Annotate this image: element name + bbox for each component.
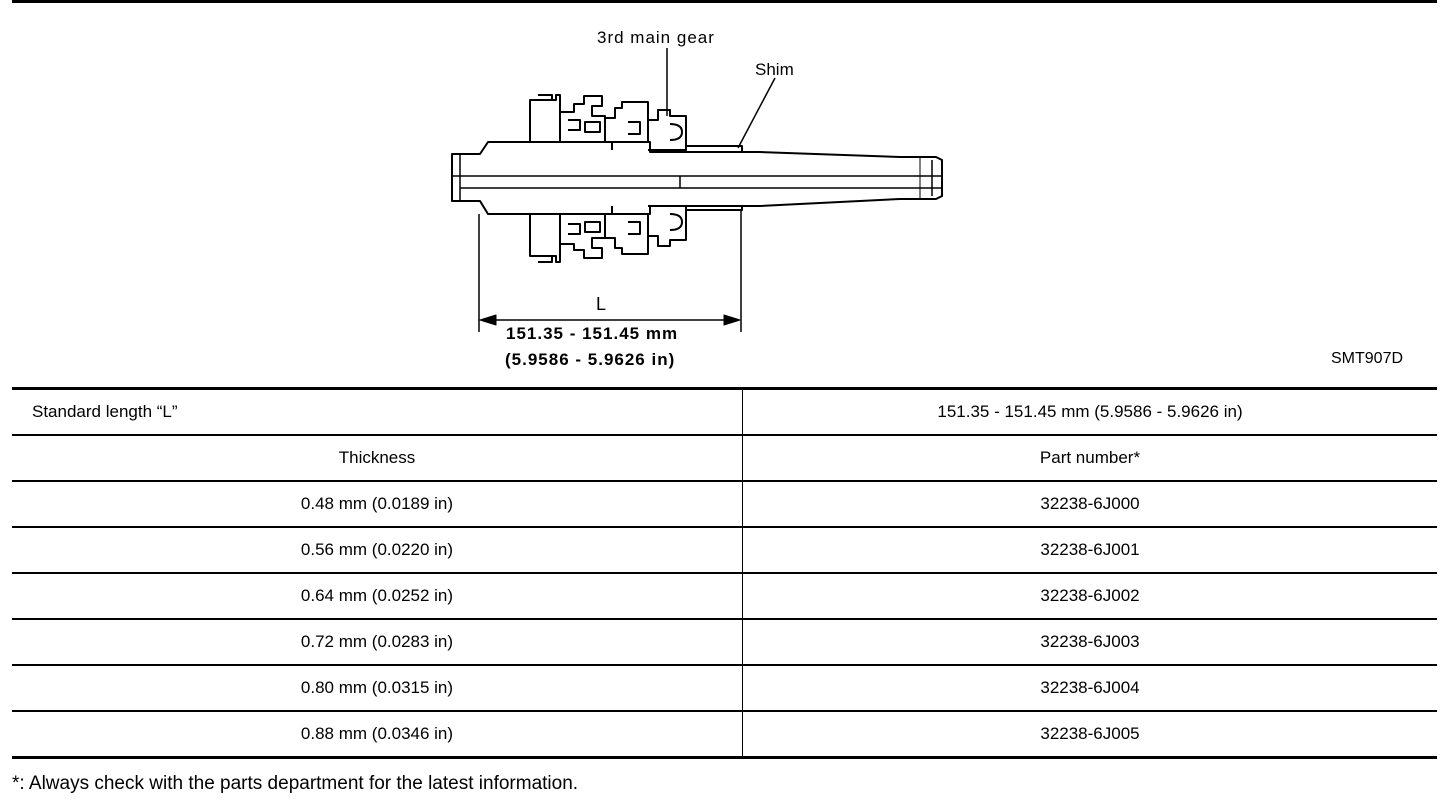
standard-length-label: Standard length “L” — [12, 387, 743, 436]
header-thickness: Thickness — [12, 435, 743, 482]
lower-gear-assembly — [529, 205, 743, 263]
dimension-mm: 151.35 - 151.45 mm — [506, 324, 679, 343]
mainshaft-figure: 3rd main gear Shim L 151.35 - 151.45 mm … — [0, 0, 1456, 385]
label-3rd-main-gear: 3rd main gear — [597, 28, 715, 47]
part-number-cell: 32238-6J002 — [742, 573, 1437, 620]
part-number-cell: 32238-6J001 — [742, 527, 1437, 574]
table-row: 0.64 mm (0.0252 in) 32238-6J002 — [12, 573, 1437, 620]
top-rule — [12, 0, 1437, 3]
footnote: *: Always check with the parts departmen… — [12, 773, 579, 794]
dimension-label: L — [596, 294, 607, 314]
figure-id: SMT907D — [1331, 350, 1404, 367]
table-row: 0.80 mm (0.0315 in) 32238-6J004 — [12, 665, 1437, 712]
header-part-number: Part number* — [742, 435, 1437, 482]
part-number-cell: 32238-6J004 — [742, 665, 1437, 712]
standard-length-value: 151.35 - 151.45 mm (5.9586 - 5.9626 in) — [742, 387, 1437, 436]
part-number-cell: 32238-6J000 — [742, 481, 1437, 528]
thickness-cell: 0.48 mm (0.0189 in) — [12, 481, 743, 528]
thickness-cell: 0.80 mm (0.0315 in) — [12, 665, 743, 712]
thickness-cell: 0.72 mm (0.0283 in) — [12, 619, 743, 666]
main-shaft — [451, 141, 943, 215]
dimension-line — [479, 314, 741, 326]
thickness-cell: 0.56 mm (0.0220 in) — [12, 527, 743, 574]
standard-length-row: Standard length “L” 151.35 - 151.45 mm (… — [12, 387, 1437, 436]
thickness-cell: 0.88 mm (0.0346 in) — [12, 711, 743, 759]
table-row: 0.48 mm (0.0189 in) 32238-6J000 — [12, 481, 1437, 528]
mainshaft-drawing — [451, 48, 943, 332]
label-shim: Shim — [755, 60, 794, 79]
upper-gear-assembly — [529, 94, 743, 152]
table-header-row: Thickness Part number* — [12, 435, 1437, 482]
shim-spec-table: Standard length “L” 151.35 - 151.45 mm (… — [12, 387, 1437, 759]
dimension-in: (5.9586 - 5.9626 in) — [505, 350, 676, 369]
part-number-cell: 32238-6J003 — [742, 619, 1437, 666]
table-row: 0.72 mm (0.0283 in) 32238-6J003 — [12, 619, 1437, 666]
thickness-cell: 0.64 mm (0.0252 in) — [12, 573, 743, 620]
table-row: 0.56 mm (0.0220 in) 32238-6J001 — [12, 527, 1437, 574]
table-row: 0.88 mm (0.0346 in) 32238-6J005 — [12, 711, 1437, 759]
shim-leader-line — [737, 77, 776, 149]
part-number-cell: 32238-6J005 — [742, 711, 1437, 759]
